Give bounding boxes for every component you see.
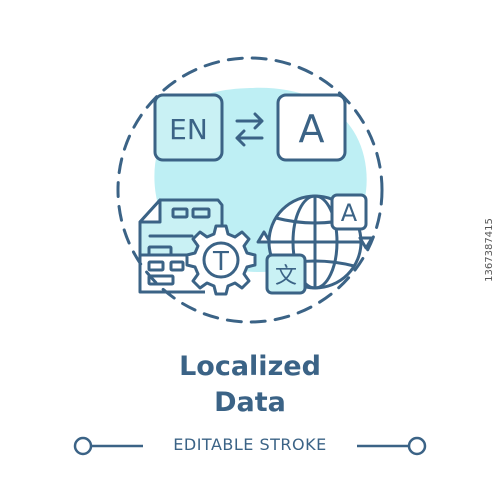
dashed-ring: [116, 56, 384, 324]
globe-translate-icon: A 文: [256, 193, 374, 295]
target-letter: A: [299, 107, 325, 151]
target-language-icon: A: [276, 93, 347, 162]
right-endpoint-icon: [407, 436, 427, 456]
title-line-1: Localized: [179, 351, 321, 382]
document-gear-icon: T: [138, 198, 257, 296]
title-line-2: Data: [214, 387, 286, 418]
en-label: EN: [169, 113, 208, 146]
swap-arrows-icon: [235, 112, 264, 147]
stroke-decoration: [73, 436, 427, 456]
editable-stroke-row: EDITABLE STROKE: [0, 432, 500, 460]
globe-letter: A: [341, 199, 358, 227]
gear-letter: T: [212, 247, 229, 277]
chinese-character: 文: [275, 264, 297, 289]
localized-data-illustration: EN A: [116, 56, 384, 324]
editable-stroke-label: EDITABLE STROKE: [173, 435, 327, 454]
en-language-icon: EN: [153, 93, 224, 162]
